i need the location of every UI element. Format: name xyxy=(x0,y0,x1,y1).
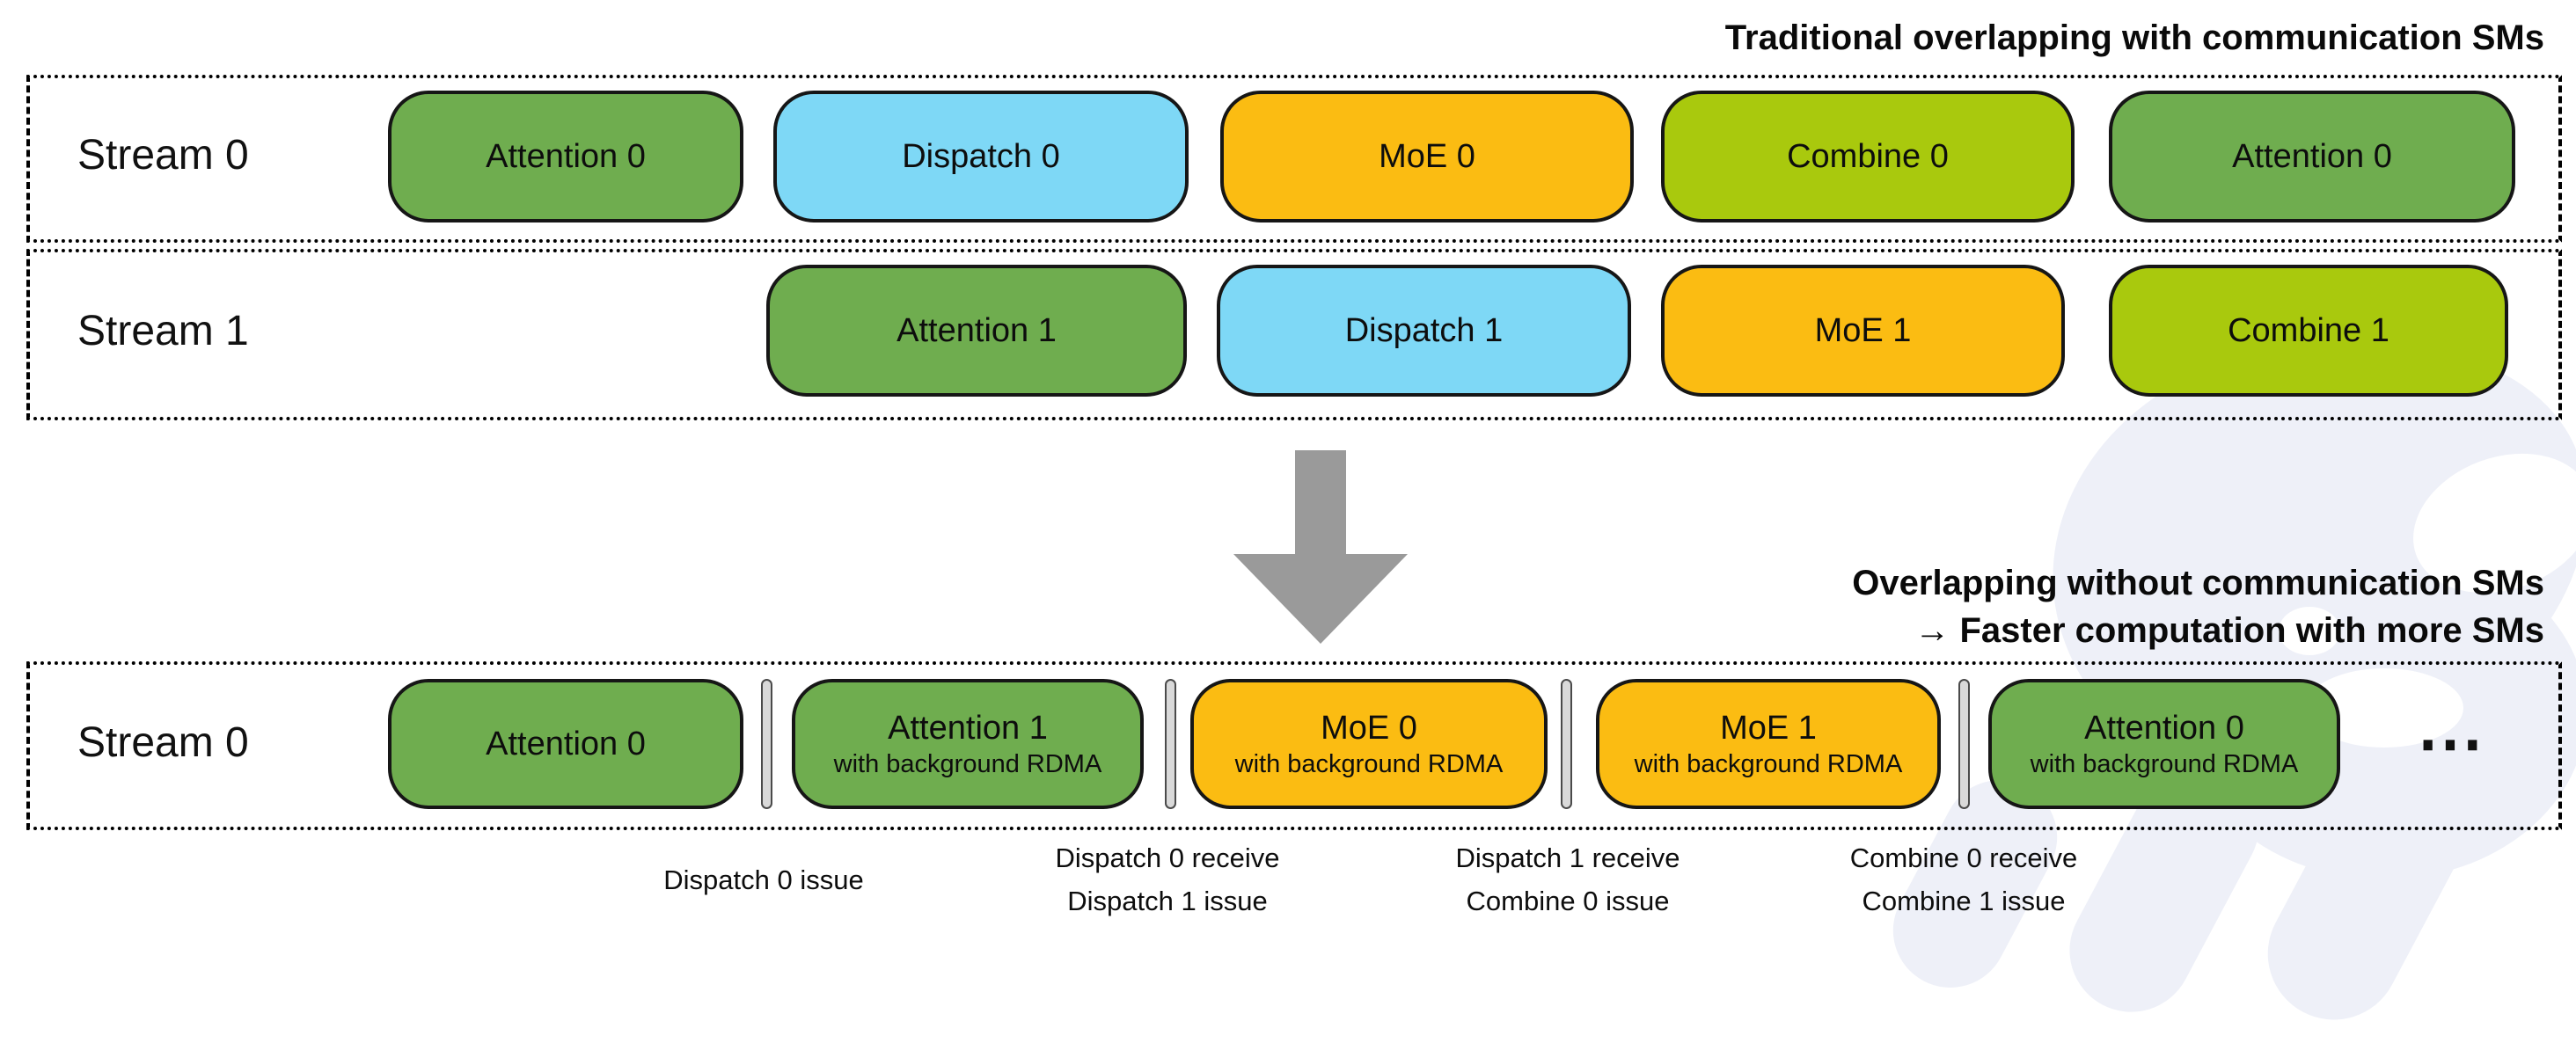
task-label: Dispatch 1 xyxy=(1344,312,1504,349)
task-block-attention1: Attention 1 xyxy=(766,265,1187,397)
stream0-box-traditional xyxy=(26,75,2562,243)
task-sublabel: with background RDMA xyxy=(833,750,1102,778)
stream0-label-traditional: Stream 0 xyxy=(77,132,249,179)
annotation-dispatch0-issue: Dispatch 0 issue xyxy=(663,837,863,922)
task-sublabel: with background RDMA xyxy=(1634,750,1903,778)
separator-bar xyxy=(761,679,772,809)
task-sublabel: with background RDMA xyxy=(2030,750,2299,778)
task-block-attention1-rdma: Attention 1 with background RDMA xyxy=(792,679,1144,809)
task-block-attention0: Attention 0 xyxy=(388,91,743,222)
task-label: MoE 1 xyxy=(1720,710,1817,747)
annotation-line: Dispatch 1 receive xyxy=(1455,842,1680,873)
task-block-combine0: Combine 0 xyxy=(1661,91,2075,222)
task-label: Attention 0 xyxy=(2084,710,2244,747)
task-block-attention0-next: Attention 0 xyxy=(2109,91,2515,222)
task-block-moe0-rdma: MoE 0 with background RDMA xyxy=(1190,679,1548,809)
annotation-line: Combine 0 issue xyxy=(1466,886,1670,916)
task-block-moe0: MoE 0 xyxy=(1220,91,1634,222)
task-block-dispatch0: Dispatch 0 xyxy=(773,91,1189,222)
separator-bar xyxy=(1958,679,1970,809)
annotation-line: Dispatch 0 receive xyxy=(1055,842,1280,873)
down-arrow-stem xyxy=(1295,450,1346,556)
task-block-dispatch1: Dispatch 1 xyxy=(1217,265,1631,397)
task-block-attention0-rdma: Attention 0 with background RDMA xyxy=(1988,679,2340,809)
stream1-label-traditional: Stream 1 xyxy=(77,308,249,354)
task-label: Attention 0 xyxy=(486,726,646,762)
annotation-combine0-receive: Combine 0 receive Combine 1 issue xyxy=(1850,837,2077,922)
task-label: Attention 0 xyxy=(486,138,646,175)
task-label: MoE 0 xyxy=(1379,138,1475,175)
task-label: Dispatch 0 xyxy=(902,138,1060,175)
annotation-line: Combine 1 issue xyxy=(1862,886,2066,916)
task-label: Attention 1 xyxy=(888,710,1048,747)
traditional-title: Traditional overlapping with communicati… xyxy=(1724,18,2544,57)
task-label: MoE 0 xyxy=(1321,710,1417,747)
overlap-title-line1: Overlapping without communication SMs xyxy=(1852,564,2544,602)
task-label: Attention 1 xyxy=(896,312,1057,349)
annotation-line: Dispatch 0 issue xyxy=(663,864,864,895)
task-label: Combine 0 xyxy=(1787,138,1949,175)
down-arrow-head xyxy=(1233,554,1408,644)
watermark-hole xyxy=(2279,607,2340,655)
task-label: Combine 1 xyxy=(2228,312,2389,349)
annotation-dispatch0-receive: Dispatch 0 receive Dispatch 1 issue xyxy=(1055,837,1279,922)
annotation-line: Combine 0 receive xyxy=(1849,842,2078,873)
stream0-label-fused: Stream 0 xyxy=(77,718,249,766)
task-block-moe1: MoE 1 xyxy=(1661,265,2065,397)
task-label: MoE 1 xyxy=(1814,312,1912,349)
annotation-line: Dispatch 1 issue xyxy=(1067,886,1268,916)
continuation-ellipsis: ⋯ xyxy=(2417,706,2484,781)
separator-bar xyxy=(1165,679,1176,809)
task-sublabel: with background RDMA xyxy=(1234,750,1504,778)
task-block-moe1-rdma: MoE 1 with background RDMA xyxy=(1596,679,1941,809)
overlap-title-line2: → Faster computation with more SMs xyxy=(1914,611,2544,650)
overlap-title: Overlapping without communication SMs → … xyxy=(1852,559,2544,654)
task-label: Attention 0 xyxy=(2232,138,2392,175)
task-block-combine1: Combine 1 xyxy=(2109,265,2508,397)
separator-bar xyxy=(1561,679,1572,809)
task-block-attention0-fused: Attention 0 xyxy=(388,679,743,809)
stream0-box-fused xyxy=(26,661,2562,830)
annotation-dispatch1-receive: Dispatch 1 receive Combine 0 issue xyxy=(1455,837,1680,922)
stream1-box-traditional xyxy=(26,249,2562,420)
